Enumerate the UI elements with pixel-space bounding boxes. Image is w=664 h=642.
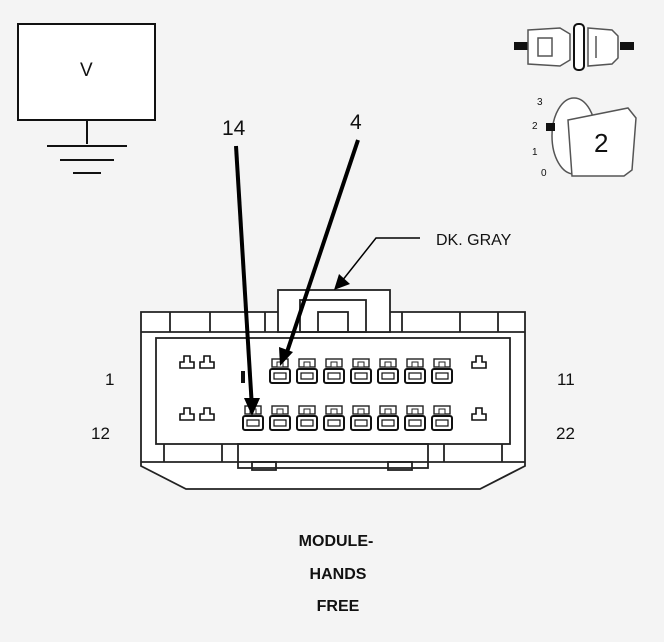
ignition-position-2: 2 <box>532 121 538 132</box>
connector-icon <box>514 23 634 71</box>
module-title-line1: MODULE- <box>298 533 374 550</box>
pin-cavity <box>296 405 318 431</box>
pointer-lines <box>234 139 420 409</box>
ignition-position-3: 3 <box>537 97 543 108</box>
pin-cavity <box>323 358 345 384</box>
wire-color-label: DK. GRAY <box>436 232 512 249</box>
stub-pin <box>241 371 245 383</box>
connector-housing <box>140 289 526 490</box>
callout-pin-4: 4 <box>350 111 362 134</box>
pin-cavity <box>431 358 453 384</box>
ignition-key-label: 2 <box>594 128 609 158</box>
callout-pin-14: 14 <box>222 117 246 140</box>
pin-number-12: 12 <box>91 424 110 443</box>
pin-cavity <box>377 405 399 431</box>
key-mark <box>199 407 215 421</box>
pin-cavity <box>404 358 426 384</box>
module-title-line2: HANDS <box>309 566 367 583</box>
module-title-line3: FREE <box>316 598 360 615</box>
pin-number-22: 22 <box>556 424 575 443</box>
ignition-position-0: 0 <box>541 168 547 179</box>
pin-cavity <box>377 358 399 384</box>
key-mark <box>471 355 487 369</box>
connector-pins <box>179 355 487 431</box>
voltmeter <box>17 23 156 174</box>
pointer-arrowheads <box>244 274 350 416</box>
pin-cavity <box>431 405 453 431</box>
ignition-switch-icon <box>546 97 637 177</box>
key-mark <box>179 407 195 421</box>
pin-number-11: 11 <box>557 370 575 389</box>
voltmeter-label: V <box>80 60 93 81</box>
pin-cavity <box>269 405 291 431</box>
pin-cavity <box>404 405 426 431</box>
pin-cavity <box>296 358 318 384</box>
key-mark <box>471 407 487 421</box>
pin-number-1: 1 <box>105 370 115 389</box>
key-mark <box>199 355 215 369</box>
ignition-position-1: 1 <box>532 147 538 158</box>
pin-cavity <box>350 405 372 431</box>
pin-cavity <box>350 358 372 384</box>
pin-cavity <box>323 405 345 431</box>
key-mark <box>179 355 195 369</box>
